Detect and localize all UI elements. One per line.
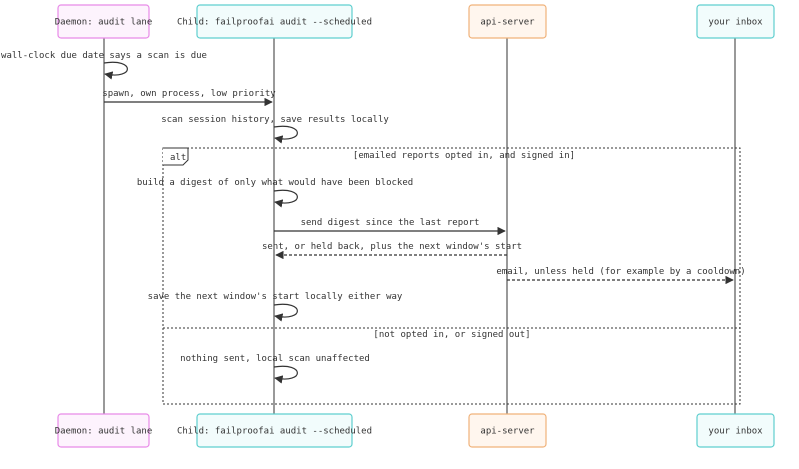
self-arrow — [103, 61, 128, 80]
participant-box — [57, 4, 150, 39]
participant-box — [57, 413, 150, 448]
alt-keyword: alt — [170, 153, 186, 163]
message-label: send digest since the last report — [301, 218, 480, 228]
participant-child-bottom: Child: failproofai audit --scheduled — [177, 413, 372, 448]
alt-condition: [emailed reports opted in, and signed in… — [353, 151, 575, 161]
message-label: wall-clock due date says a scan is due — [1, 51, 207, 61]
message-label: email, unless held (for example by a coo… — [496, 267, 745, 277]
participant-label: your inbox — [708, 18, 763, 28]
participant-inbox-top: your inbox — [696, 4, 775, 39]
message-email: email, unless held (for example by a coo… — [496, 267, 746, 285]
message-scan-due: wall-clock due date says a scan is due — [1, 51, 207, 80]
message-label: scan session history, save results local… — [161, 115, 389, 125]
participant-box — [196, 413, 353, 448]
participant-daemon-bottom: Daemon: audit lane — [55, 413, 153, 448]
self-arrow — [273, 125, 298, 144]
participant-box — [696, 4, 775, 39]
participant-box — [468, 4, 547, 39]
message-label: spawn, own process, low priority — [102, 89, 276, 99]
self-arrow — [273, 189, 298, 208]
participant-daemon-top: Daemon: audit lane — [55, 4, 153, 39]
message-scan-history: scan session history, save results local… — [161, 115, 389, 144]
alt-fragment: alt [emailed reports opted in, and signe… — [162, 147, 741, 405]
message-spawn: spawn, own process, low priority — [102, 89, 276, 107]
self-arrow — [273, 303, 298, 322]
message-label: nothing sent, local scan unaffected — [180, 354, 370, 364]
participant-label: Child: failproofai audit --scheduled — [177, 18, 372, 28]
message-save-window: save the next window's start locally eit… — [148, 292, 403, 322]
self-arrow — [273, 365, 298, 384]
participant-api-top: api-server — [468, 4, 547, 39]
alt-else-condition: [not opted in, or signed out] — [373, 330, 530, 340]
message-nothing-sent: nothing sent, local scan unaffected — [180, 354, 370, 384]
participant-label: Daemon: audit lane — [55, 18, 153, 28]
message-build-digest: build a digest of only what would have b… — [137, 178, 413, 208]
participant-inbox-bottom: your inbox — [696, 413, 775, 448]
message-label: sent, or held back, plus the next window… — [262, 242, 522, 252]
participant-label: api-server — [480, 427, 535, 437]
participant-box — [468, 413, 547, 448]
participant-label: your inbox — [708, 427, 763, 437]
message-label: build a digest of only what would have b… — [137, 178, 413, 188]
participant-label: api-server — [480, 18, 535, 28]
participant-box — [196, 4, 353, 39]
participant-api-bottom: api-server — [468, 413, 547, 448]
participant-label: Daemon: audit lane — [55, 427, 153, 437]
message-sent-or-held: sent, or held back, plus the next window… — [262, 242, 522, 260]
participant-label: Child: failproofai audit --scheduled — [177, 427, 372, 437]
participant-box — [696, 413, 775, 448]
message-label: save the next window's start locally eit… — [148, 292, 403, 302]
message-send-digest: send digest since the last report — [274, 218, 506, 236]
participant-child-top: Child: failproofai audit --scheduled — [177, 4, 372, 39]
